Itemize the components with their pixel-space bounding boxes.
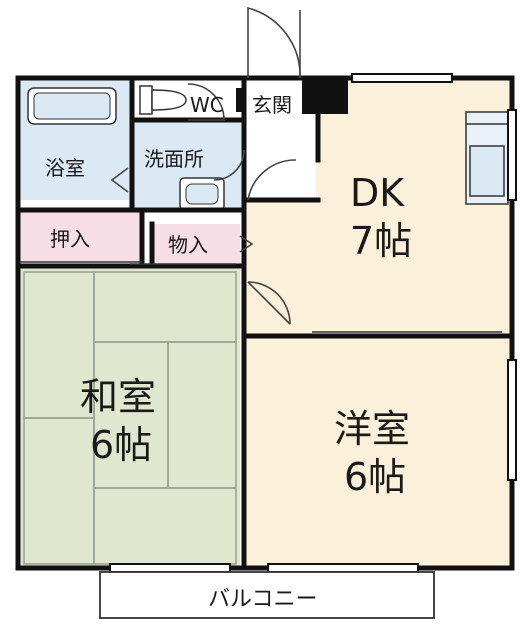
washroom-label: 洗面所 xyxy=(144,147,204,171)
storage-floor xyxy=(152,224,240,264)
closet-floor xyxy=(20,210,142,262)
entrance-label: 玄関 xyxy=(252,93,292,117)
structural-column xyxy=(302,80,348,114)
wc-label: WC xyxy=(190,93,224,117)
yoshitsu-size-label: 6帖 xyxy=(344,455,406,499)
doors xyxy=(110,6,301,325)
sliding-door-marks xyxy=(20,261,502,333)
walls xyxy=(15,75,515,571)
balcony-label: バルコニー xyxy=(208,587,318,612)
bath-label: 浴室 xyxy=(45,156,85,180)
yoshitsu-floor xyxy=(246,336,510,566)
dk-name-label: DK xyxy=(350,171,405,215)
dk-size-label: 7帖 xyxy=(350,219,412,263)
balcony-outline xyxy=(99,571,435,619)
windows xyxy=(109,73,517,573)
closet-label: 押入 xyxy=(50,227,90,251)
toilet xyxy=(139,85,187,115)
storage-label: 物入 xyxy=(168,233,208,257)
yoshitsu-name-label: 洋室 xyxy=(334,407,410,451)
column-small xyxy=(236,88,246,112)
kitchen-counter xyxy=(465,111,509,205)
tatami-floor xyxy=(20,268,240,566)
washitsu-size-label: 6帖 xyxy=(90,423,152,467)
washitsu-name-label: 和室 xyxy=(80,375,156,419)
